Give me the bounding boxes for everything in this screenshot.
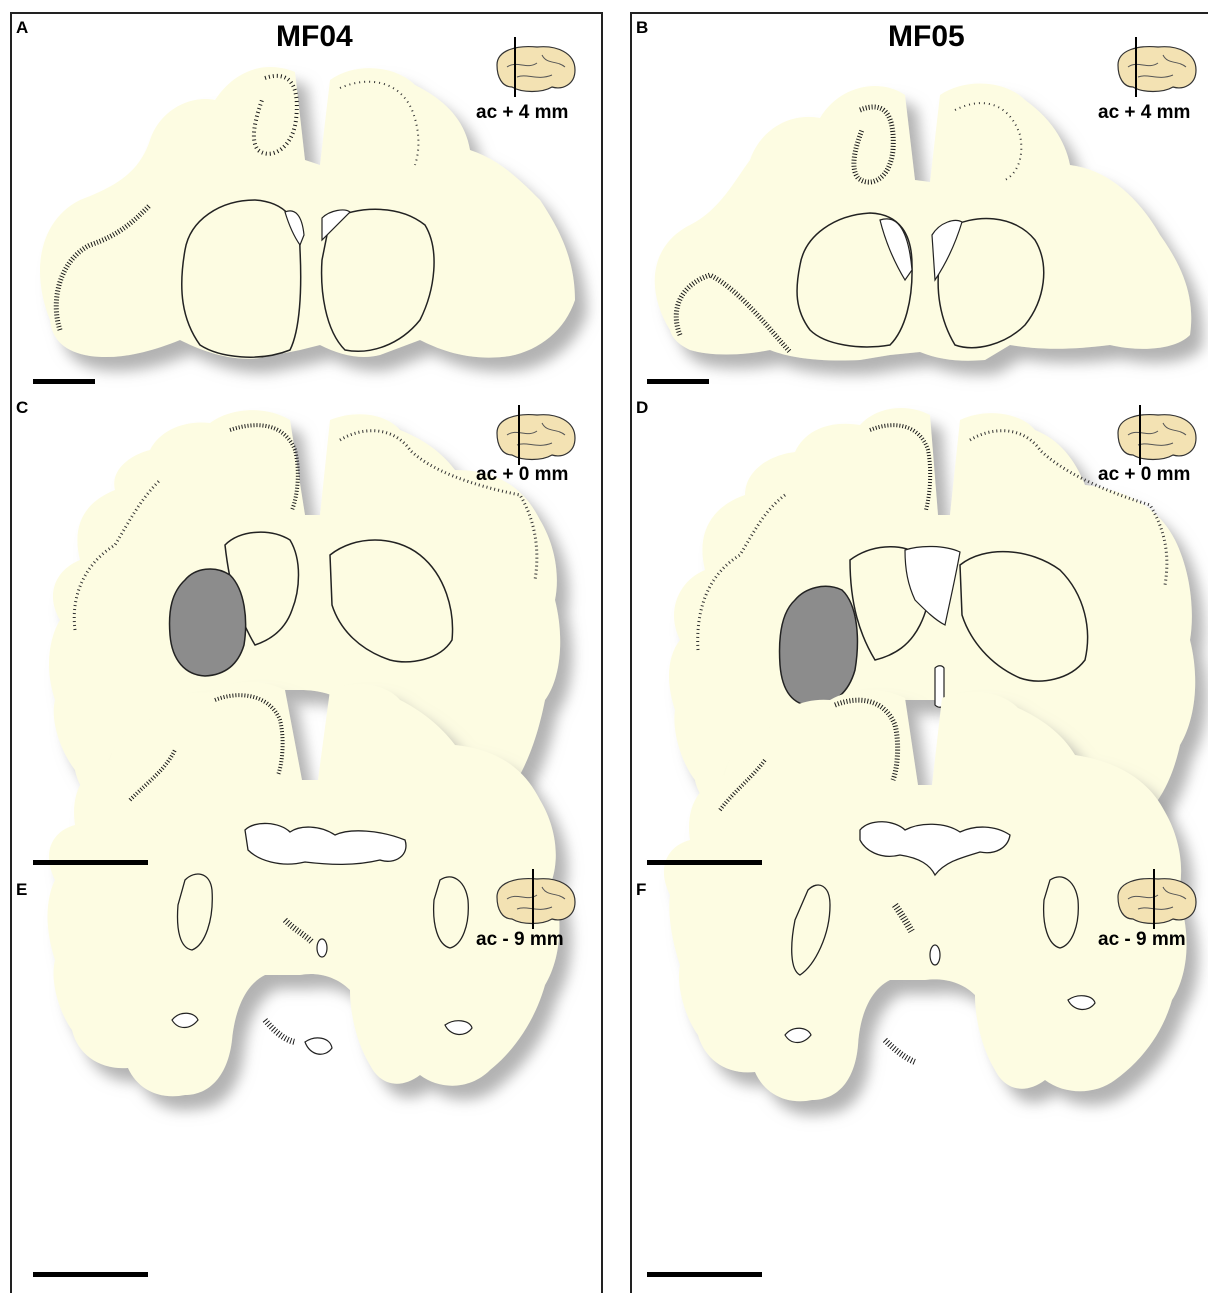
scale-bar-d: [647, 860, 762, 865]
nucleus-small: [317, 939, 327, 957]
column-title-mf04: MF04: [276, 20, 353, 54]
scale-bar-e: [33, 1272, 148, 1277]
panel-label-a: A: [16, 18, 28, 38]
brain-icon: [497, 405, 575, 465]
panel-label-d: D: [636, 398, 648, 418]
level-label-d: ac + 0 mm: [1098, 464, 1190, 486]
level-label-f: ac - 9 mm: [1098, 929, 1186, 951]
level-label-c: ac + 0 mm: [476, 464, 568, 486]
lesion-putamen: [170, 569, 246, 676]
scale-bar-f: [647, 1272, 762, 1277]
panel-label-c: C: [16, 398, 28, 418]
scale-bar-c: [33, 860, 148, 865]
brain-icon: [1118, 37, 1196, 97]
column-title-mf05: MF05: [888, 20, 965, 54]
panel-label-f: F: [636, 880, 646, 900]
thalamic-label-cluster: [265, 1020, 295, 1042]
brain-icon: [1118, 405, 1196, 465]
lesion-putamen: [780, 586, 858, 706]
panel-label-e: E: [16, 880, 27, 900]
level-label-e: ac - 9 mm: [476, 929, 564, 951]
nucleus-small: [930, 945, 940, 965]
scale-bar-b: [647, 379, 709, 384]
panel-label-b: B: [636, 18, 648, 38]
brain-icon: [497, 37, 575, 97]
scale-bar-a: [33, 379, 95, 384]
level-label-a: ac + 4 mm: [476, 102, 568, 124]
section-outline: [655, 84, 1192, 361]
level-label-b: ac + 4 mm: [1098, 102, 1190, 124]
panel-b-section: [655, 84, 1192, 361]
ventricle-small: [305, 1038, 332, 1054]
thalamic-label-cluster: [885, 1040, 915, 1062]
